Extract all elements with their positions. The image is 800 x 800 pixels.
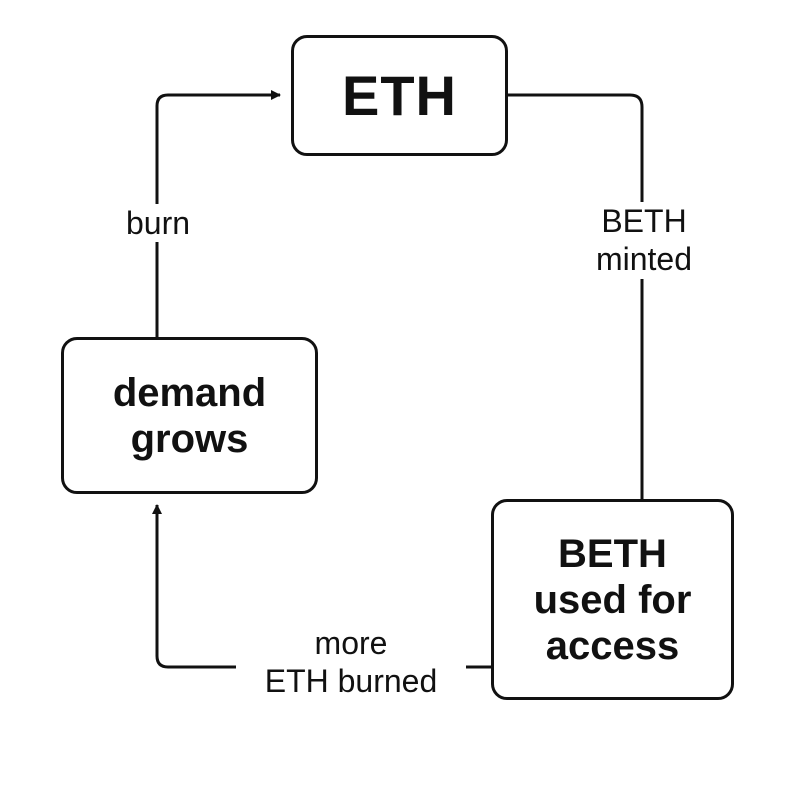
- node-beth-used-for-access: BETH used for access: [491, 499, 734, 700]
- node-eth-label: ETH: [342, 64, 457, 127]
- node-eth: ETH: [291, 35, 508, 156]
- edge-label-beth-minted: BETH minted: [574, 202, 714, 279]
- edge-burn-arrow: [155, 90, 281, 337]
- edge-label-more-eth-burned: more ETH burned: [236, 624, 466, 701]
- edge-minted-line: [508, 93, 644, 499]
- node-demand-line1: demand: [112, 370, 267, 415]
- node-beth-line2: used for: [533, 577, 692, 622]
- edge-label-burned-line2: ETH burned: [264, 663, 438, 700]
- node-beth-line1: BETH: [558, 531, 667, 576]
- edge-label-minted-line1: BETH: [601, 203, 687, 239]
- edge-label-minted-line2: minted: [595, 241, 693, 278]
- edge-label-burn: burn: [108, 204, 208, 243]
- node-beth-line3: access: [545, 623, 680, 668]
- node-demand-grows: demand grows: [61, 337, 318, 494]
- node-demand-line2: grows: [130, 416, 249, 461]
- edge-burned-arrow: [152, 504, 491, 669]
- edge-label-burn-text: burn: [125, 205, 191, 241]
- edge-label-burned-line1: more: [314, 625, 388, 661]
